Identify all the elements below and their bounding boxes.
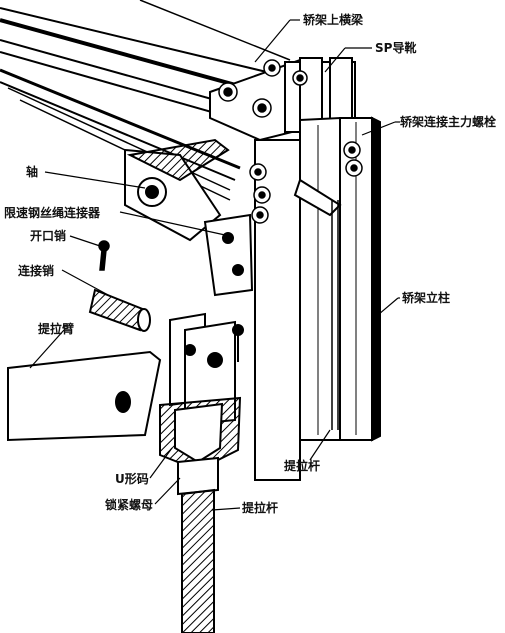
leader-lines [29, 19, 400, 511]
lifting-arm [7, 350, 162, 442]
label-cotter-pin: 开口销 [30, 229, 67, 243]
label-car-frame-upright: 轿架立柱 [402, 291, 451, 305]
cotter-pin-icon [98, 240, 110, 271]
label-lift-rod-lower: 提拉杆 [242, 501, 279, 515]
lower-beam [0, 68, 241, 201]
lock-nut [177, 456, 219, 496]
label-crosshead: 轿架上横梁 [303, 13, 364, 27]
governor-rope-connector [124, 138, 342, 297]
label-lifting-arm: 提拉臂 [38, 322, 75, 336]
label-lock-nut: 锁紧螺母 [105, 498, 154, 512]
connecting-pin-icon [88, 288, 151, 332]
label-connecting-pin: 连接销 [18, 264, 55, 278]
label-governor-rope-connector: 限速钢丝绳连接器 [4, 206, 101, 220]
label-u-clamp: U形码 [115, 472, 149, 486]
label-sp-guide-shoe: SP导靴 [375, 41, 417, 55]
label-lift-rod-upper: 提拉杆 [284, 459, 321, 473]
label-shaft: 轴 [26, 165, 39, 179]
main-bolt-icons [249, 141, 363, 224]
lift-rod-lower [181, 488, 215, 633]
bolt-icon-group [218, 59, 308, 118]
u-clamp-clevis [159, 312, 244, 472]
lift-rod-upper [331, 200, 339, 430]
label-main-bolt: 轿架连接主力螺栓 [400, 115, 497, 129]
